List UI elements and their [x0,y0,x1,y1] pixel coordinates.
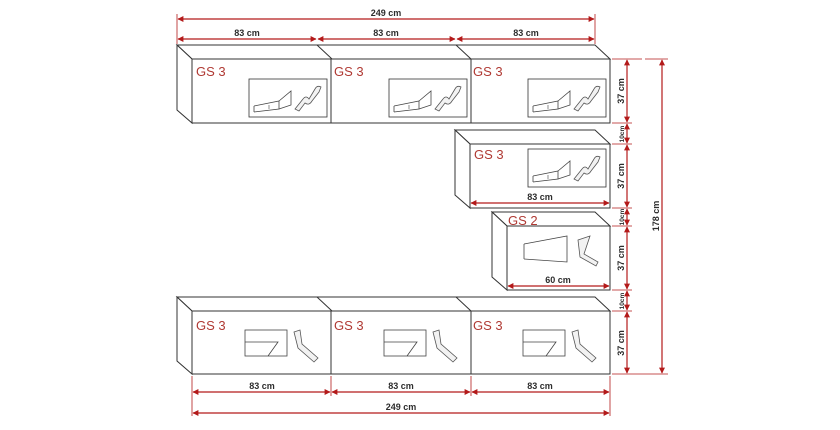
dimension-labels: 249 cm 83 cm 83 cm 83 cm 83 cm 60 cm 83 … [234,8,661,412]
dim-top-2-label: 83 cm [373,28,399,38]
cabinet-bottom-left-label: GS 3 [196,318,226,333]
bottom-row-cabinets: GS 3 GS 3 GS 3 [175,295,612,376]
bottom-right-panel [522,329,597,363]
dim-height-4-label: 37 cm [616,330,626,356]
cabinet-top-right-label: GS 3 [473,64,503,79]
horizontal-dimensions [176,14,611,416]
dim-top-1-label: 83 cm [234,28,260,38]
dim-gap-1-label: 10cm [619,125,626,142]
cabinet-mid-label: GS 3 [474,147,504,162]
dim-bottom-2-label: 83 cm [388,381,414,391]
dim-height-3-label: 37 cm [616,245,626,271]
top-row-top-face [175,44,612,60]
dim-total-height-label: 178 cm [651,201,661,232]
dim-height-2-label: 37 cm [616,163,626,189]
cabinet-top-left [191,58,332,124]
dim-bottom-3-label: 83 cm [527,381,553,391]
dim-height-1-label: 37 cm [616,78,626,104]
vertical-dimensions [612,58,668,375]
cabinet-small-label: GS 2 [508,213,538,228]
cabinet-top-middle [330,58,472,124]
bottom-left-panel [244,329,319,363]
top-row-side-face [176,43,193,125]
cabinet-bottom-middle-label: GS 3 [334,318,364,333]
dim-top-total-label: 249 cm [371,8,402,18]
dim-top-3-label: 83 cm [513,28,539,38]
cabinet-top-right [470,58,611,124]
small-cabinet-group: GS 2 [490,210,612,292]
cabinet-bottom-middle [330,310,472,375]
cabinet-top-middle-label: GS 3 [334,64,364,79]
dim-gap-2-label: 10cm [619,208,626,225]
dim-small-label: 60 cm [545,275,571,285]
small-cabinet-panel [523,235,599,267]
cabinet-bottom-right-label: GS 3 [473,318,503,333]
cabinet-top-left-label: GS 3 [196,64,226,79]
dim-bottom-1-label: 83 cm [249,381,275,391]
dim-gap-3-label: 10cm [619,292,626,309]
bottom-middle-panel [383,329,458,363]
dim-bottom-total-label: 249 cm [386,402,417,412]
cabinet-mid [469,143,611,209]
dim-mid-label: 83 cm [527,192,553,202]
top-row-cabinets: GS 3 GS 3 GS 3 [175,43,612,125]
cabinet-bottom-right [470,310,611,375]
mid-cabinet-group: GS 3 [453,128,612,210]
